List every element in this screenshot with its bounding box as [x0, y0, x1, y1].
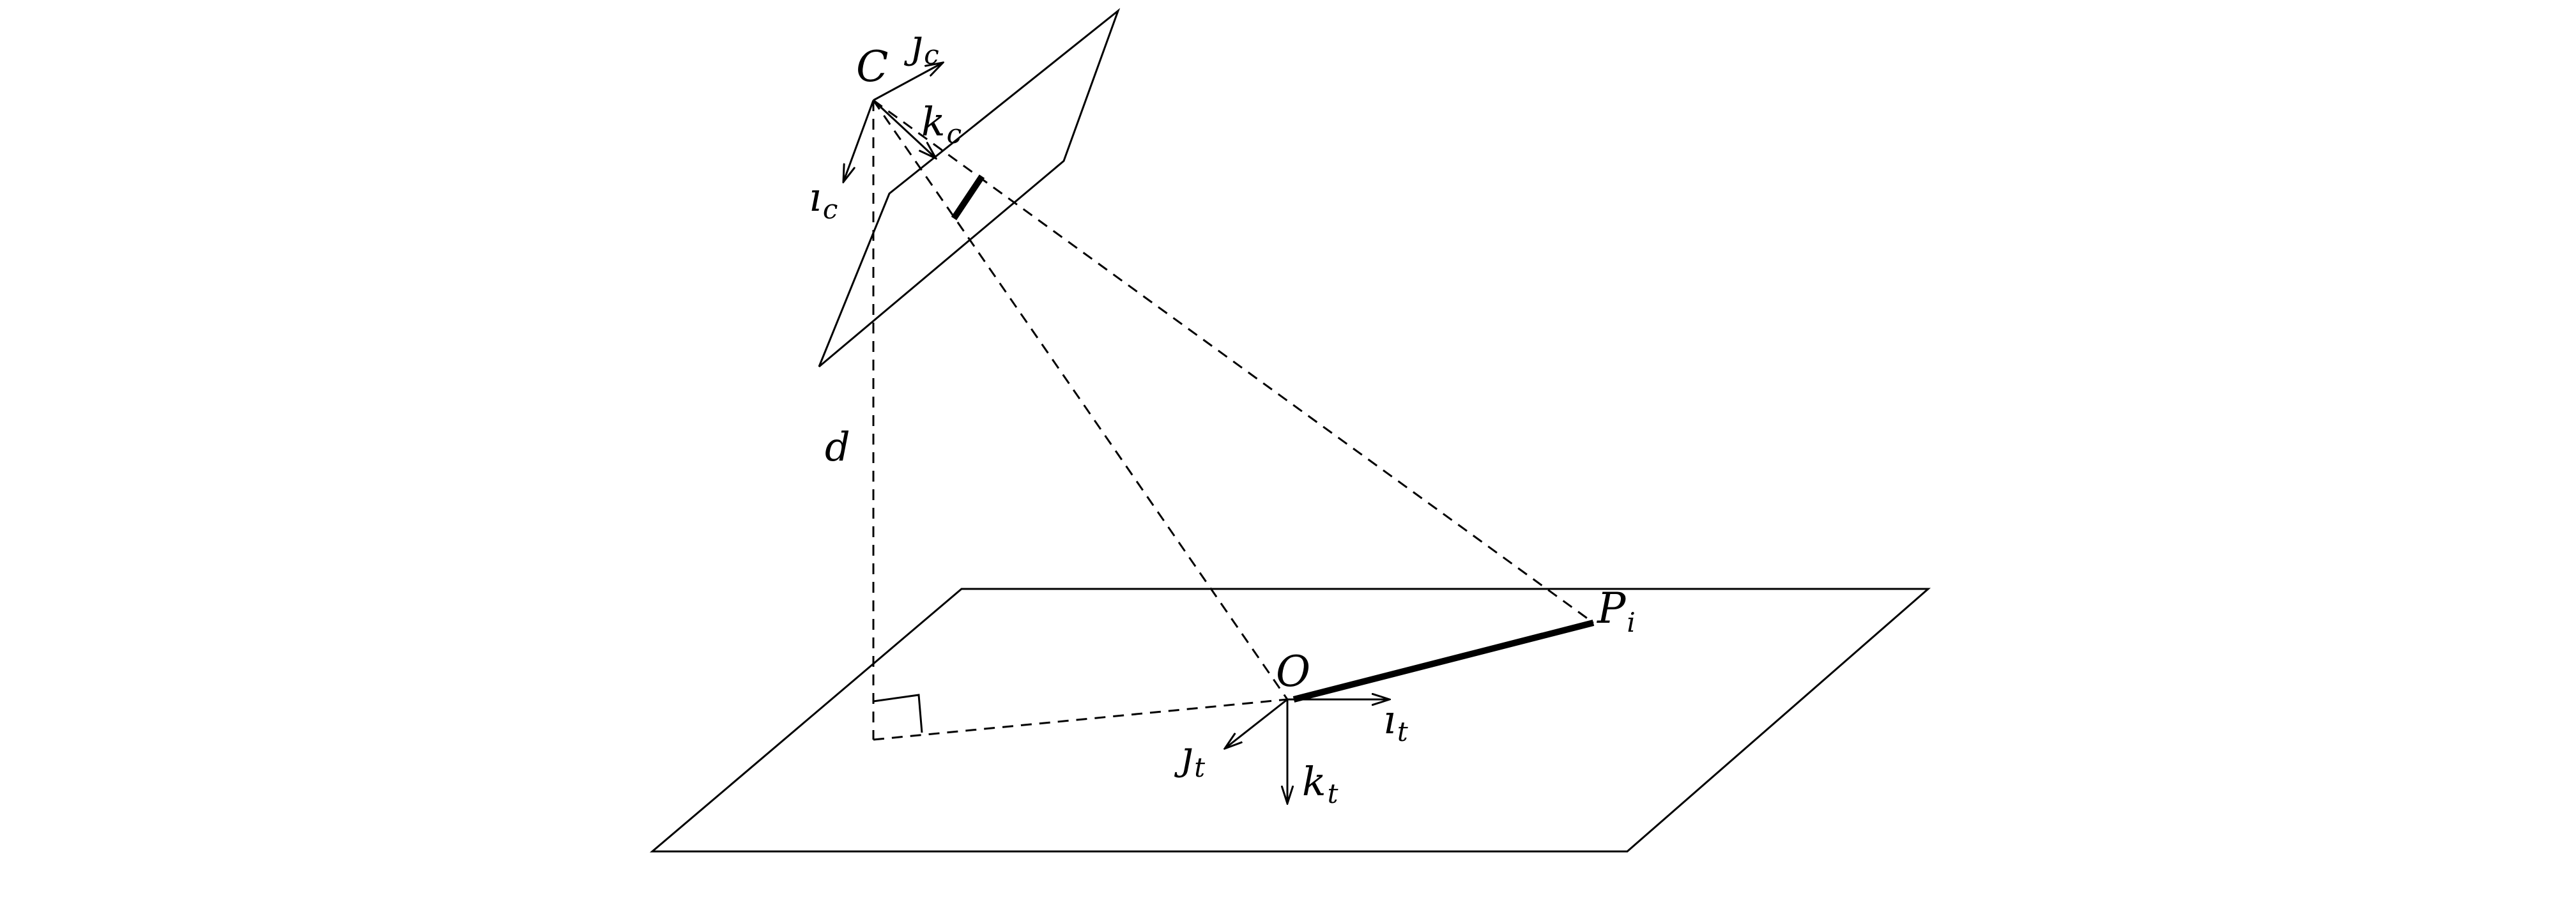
point-label: Pi [1597, 584, 1636, 638]
origin-label: O [1276, 647, 1310, 696]
camera-center-label: C [856, 42, 889, 91]
camera-axis-i-label: ıc [809, 174, 838, 225]
ground-axis-k-label: kt [1302, 758, 1338, 809]
ground-plane [649, 588, 1931, 853]
right-angle-marker [873, 694, 923, 733]
ray-to-point [873, 99, 1594, 624]
ground-axis-j-arrow [1225, 698, 1288, 749]
camera-axis-k-arrow [872, 99, 936, 158]
ground-segment [1292, 620, 1595, 703]
foot-to-origin-line [873, 698, 1288, 741]
camera-axis-j-label: ȷc [903, 20, 939, 70]
camera-axis-j-arrow [873, 63, 943, 102]
image-plane [818, 8, 1121, 368]
camera-axis-k-label: kc [921, 98, 962, 149]
ground-axis-j-label: ȷt [1174, 732, 1205, 783]
ray-to-origin [872, 100, 1289, 700]
ground-axis-i-label: ıt [1383, 696, 1408, 747]
distance-label: d [825, 423, 850, 470]
camera-axis-i-arrow [843, 100, 875, 182]
projected-segment [951, 174, 985, 220]
